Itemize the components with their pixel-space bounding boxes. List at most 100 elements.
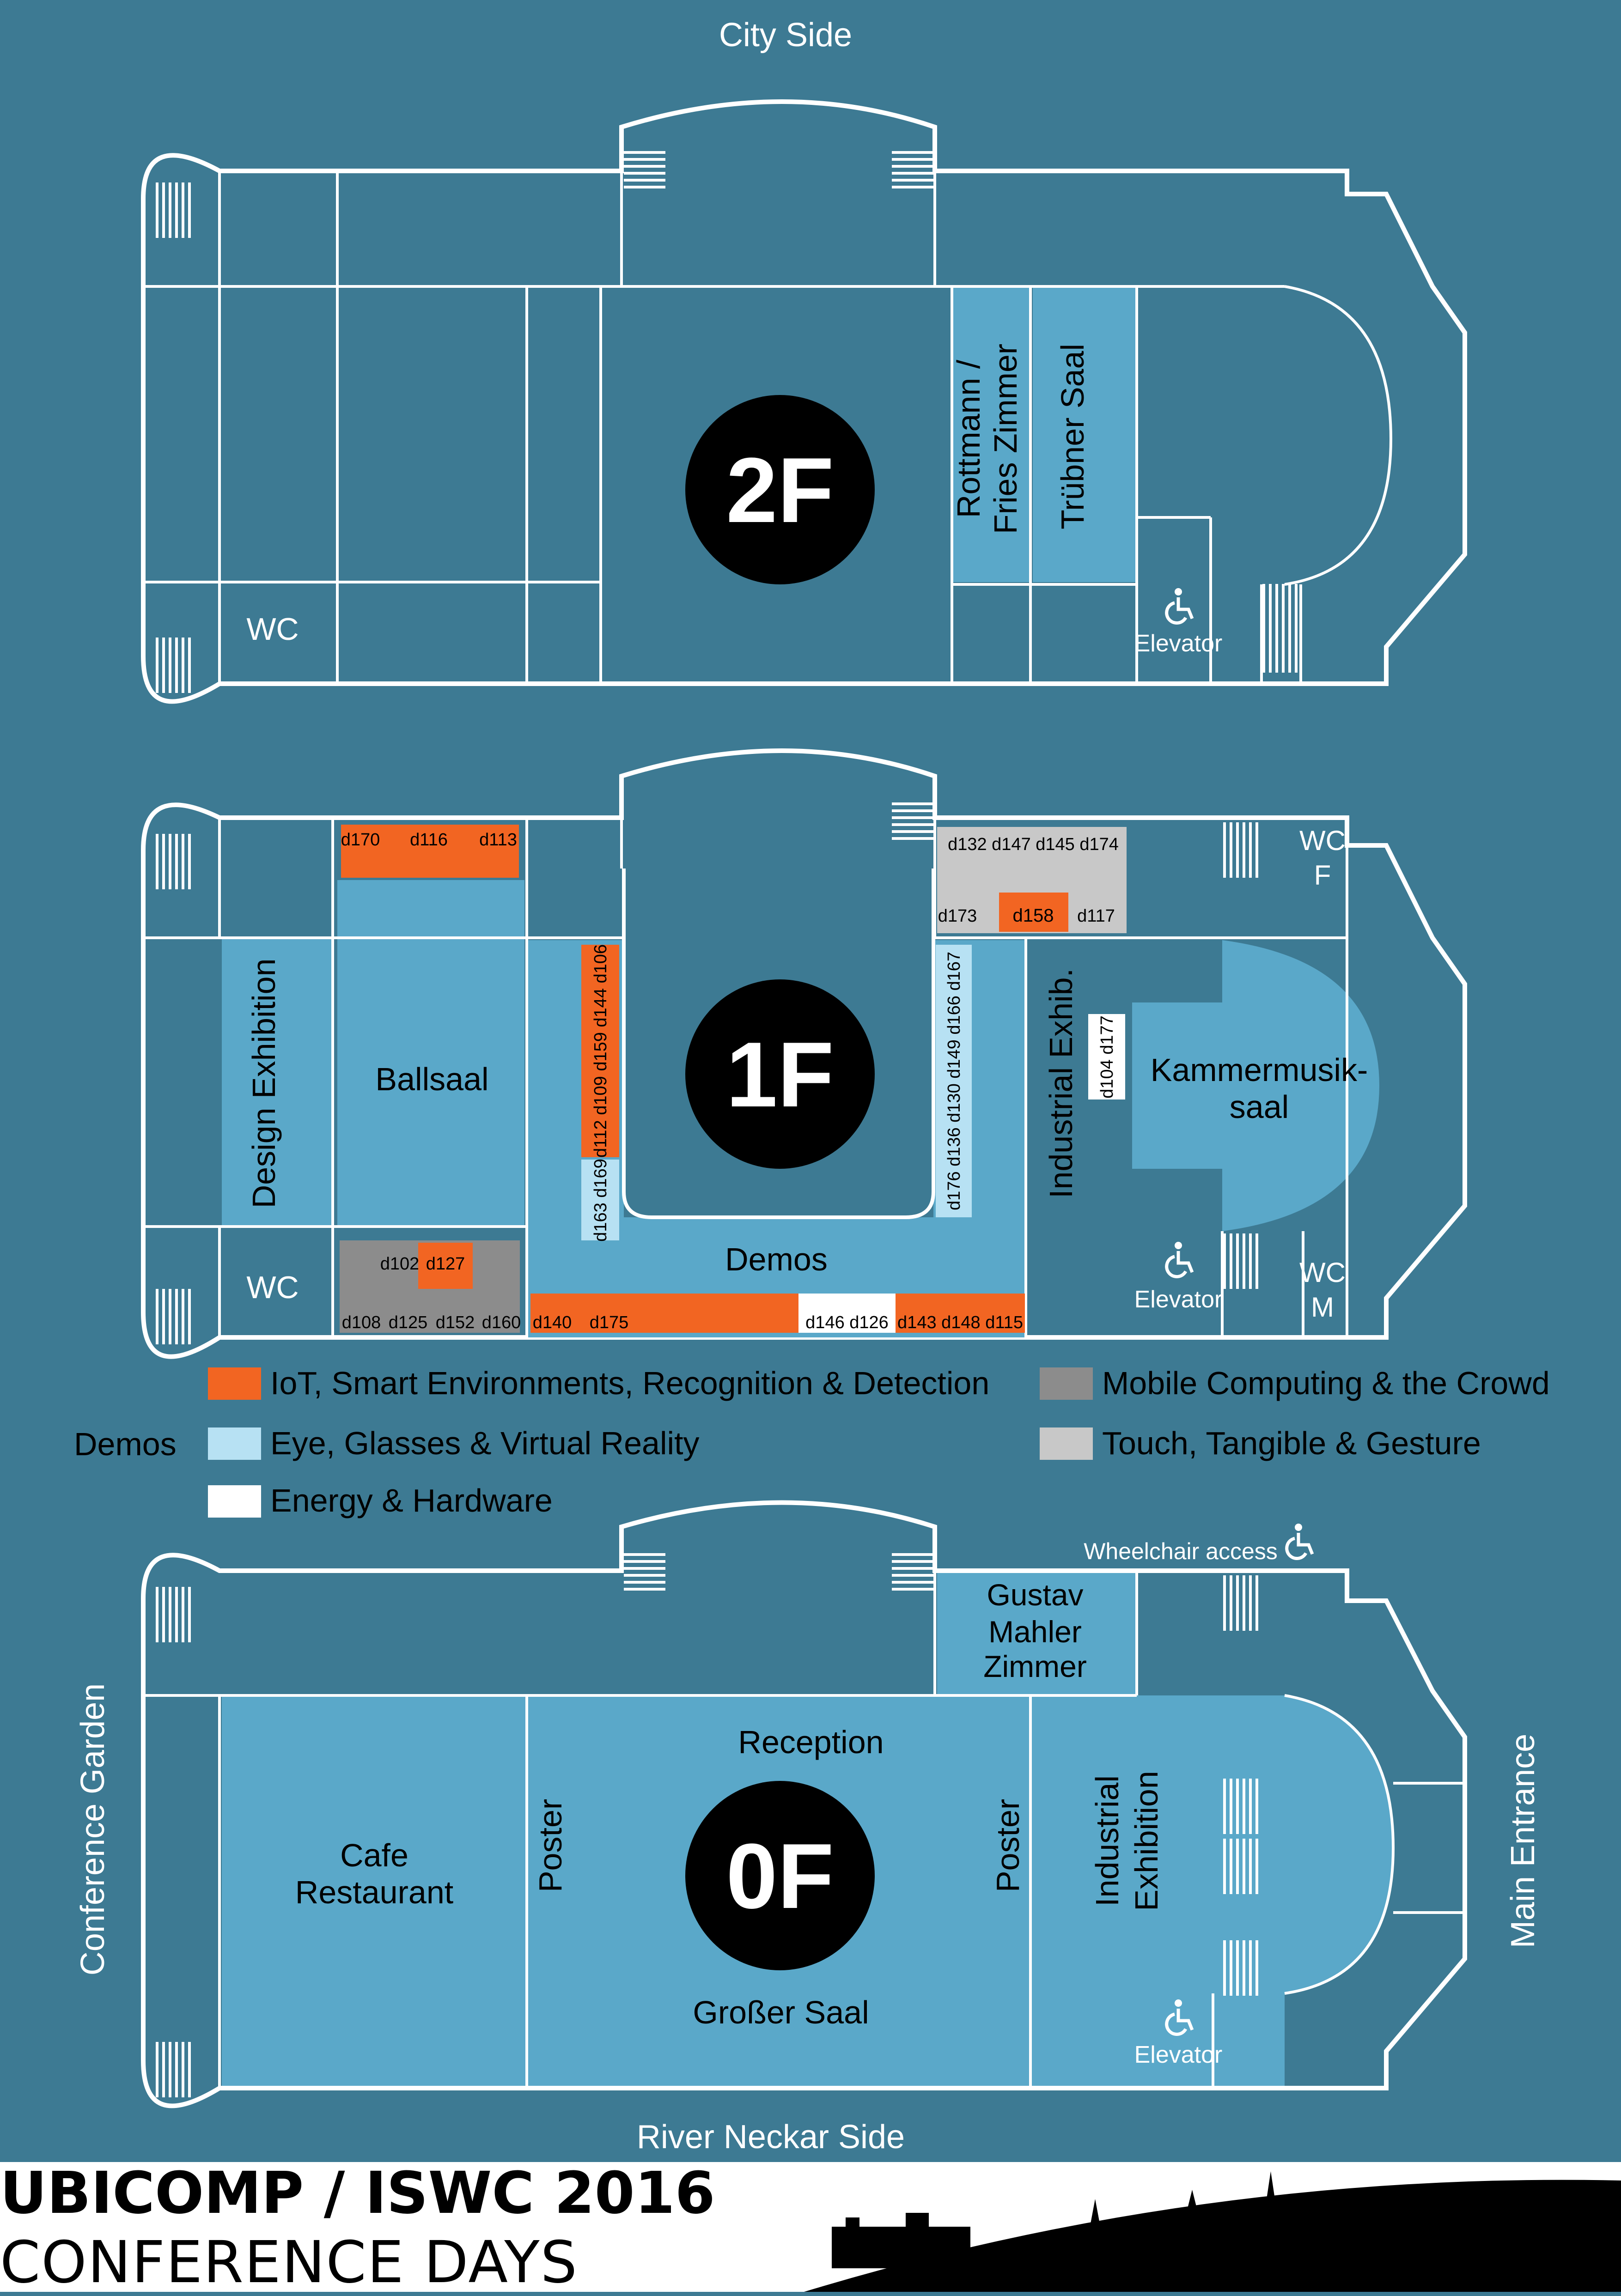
skyline-silhouette: [804, 2171, 1621, 2292]
floor-2f: 2F Rottmann / Fries Zimmer Trübner Saal …: [141, 99, 1467, 704]
demo-vertical-right-label[interactable]: d176 d136 d130 d149 d166 d167: [945, 952, 964, 1210]
legend-label-eye: Eye, Glasses & Virtual Reality: [270, 1425, 700, 1461]
demo-d117[interactable]: d117: [1077, 906, 1115, 926]
wc-f-label-1: WC: [1299, 825, 1346, 856]
gustav-label-2: Mahler: [988, 1615, 1082, 1649]
demo-block-vertical-right[interactable]: [936, 945, 972, 1217]
footer-title: UBICOMP / ISWC 2016: [0, 2160, 715, 2227]
wc-m-label-2: M: [1311, 1292, 1334, 1323]
poster-left-label: Poster: [532, 1799, 568, 1892]
elevator-2f-label: Elevator: [1134, 630, 1223, 657]
demo-d152[interactable]: d152: [436, 1313, 475, 1332]
wheelchair-access-label: Wheelchair access: [1084, 1538, 1278, 1564]
main-entrance-label: Main Entrance: [1505, 1734, 1542, 1948]
demo-block-bottom-white[interactable]: [798, 1294, 896, 1333]
legend-swatch-eye: [208, 1427, 261, 1460]
demo-d160[interactable]: d160: [482, 1313, 521, 1332]
legend-label-iot: IoT, Smart Environments, Recognition & D…: [270, 1365, 989, 1401]
elevator-0f-label: Elevator: [1134, 2041, 1223, 2068]
gustav-mahler-room[interactable]: [937, 1573, 1136, 1695]
industrial-exhibition-label-1: Industrial: [1089, 1775, 1125, 1907]
legend: Demos IoT, Smart Environments, Recogniti…: [74, 1365, 1550, 1519]
legend-label-energy: Energy & Hardware: [270, 1482, 553, 1519]
demo-d127[interactable]: d127: [426, 1254, 465, 1274]
demo-vertical-light-label[interactable]: d163 d169: [591, 1159, 610, 1242]
kammermusik-label-2: saal: [1230, 1089, 1289, 1125]
river-side-label: River Neckar Side: [637, 2119, 905, 2156]
demo-bottom-white-label[interactable]: d146 d126: [805, 1313, 889, 1332]
reception-label: Reception: [738, 1724, 884, 1760]
conference-garden-label: Conference Garden: [74, 1683, 111, 1975]
demo-block-top-left[interactable]: [341, 825, 519, 878]
demo-block-bottom-orange-c[interactable]: [896, 1294, 1025, 1333]
rottmann-room[interactable]: [952, 286, 1030, 582]
floor-1f: d170 d116 d113 d132 d147 d145 d174 d173 …: [141, 748, 1467, 1359]
elevator-1f-label: Elevator: [1134, 1286, 1223, 1313]
floor-1f-badge: [685, 979, 875, 1169]
cafe-label-1: Cafe: [340, 1837, 408, 1873]
floor-2f-outline: [141, 99, 1467, 704]
demo-bottom-orange-c-label[interactable]: d143 d148 d115: [897, 1313, 1023, 1332]
gustav-label-3: Zimmer: [983, 1649, 1087, 1683]
demo-d127-block[interactable]: [418, 1243, 473, 1289]
floor-0f-outline: [141, 1500, 1467, 2108]
demo-d173[interactable]: d173: [938, 906, 977, 926]
legend-label-touch: Touch, Tangible & Gesture: [1102, 1425, 1481, 1461]
demo-d108[interactable]: d108: [342, 1313, 381, 1332]
legend-swatch-mobile: [1040, 1367, 1093, 1400]
demo-row-d132[interactable]: d132 d147 d145 d174: [948, 835, 1119, 854]
demo-d113[interactable]: d113: [479, 830, 517, 850]
demo-block-vertical-orange[interactable]: [581, 945, 619, 1157]
floor-0f: 0F Gustav Mahler Zimmer Reception Cafe R…: [141, 1500, 1467, 2108]
demo-d116[interactable]: d116: [410, 830, 448, 850]
poster-right-label: Poster: [990, 1799, 1026, 1892]
rottmann-label-2: Fries Zimmer: [987, 344, 1024, 534]
elevator-0f-area: [1137, 1993, 1213, 2086]
demo-d125[interactable]: d125: [389, 1313, 428, 1332]
demo-block-vertical-light[interactable]: [581, 1160, 619, 1240]
floor-1f-badge-label: 1F: [726, 1023, 834, 1126]
gustav-label-1: Gustav: [987, 1578, 1083, 1612]
industrial-exhib-label: Industrial Exhib.: [1043, 968, 1079, 1198]
demos-hall-label: Demos: [725, 1241, 828, 1277]
demo-vertical-orange-label[interactable]: d112 d109 d159 d144 d106: [591, 944, 610, 1158]
kammermusik-label-1: Kammermusik-: [1151, 1052, 1368, 1088]
legend-heading: Demos: [74, 1426, 177, 1462]
demo-block-vertical-white[interactable]: [1088, 1014, 1125, 1099]
demo-d140[interactable]: d140: [533, 1313, 572, 1332]
wheelchair-2f-icon: [1167, 588, 1192, 623]
wheelchair-access-icon: [1287, 1524, 1312, 1558]
demo-d158[interactable]: d158: [1013, 905, 1054, 926]
wheelchair-1f-icon: [1167, 1242, 1192, 1276]
wc-2f-label: WC: [246, 612, 299, 647]
floor-2f-badge-label: 2F: [726, 439, 834, 542]
demo-d175[interactable]: d175: [590, 1313, 629, 1332]
legend-label-mobile: Mobile Computing & the Crowd: [1102, 1365, 1550, 1401]
wc-m-label-1: WC: [1299, 1257, 1346, 1288]
demo-d102[interactable]: d102: [380, 1254, 420, 1274]
demo-vertical-white-label[interactable]: d104 d177: [1097, 1015, 1117, 1099]
city-side-label: City Side: [719, 17, 852, 54]
footer-subtitle: CONFERENCE DAYS: [0, 2229, 578, 2296]
grosser-saal-label: Großer Saal: [693, 1994, 869, 2030]
floor-2f-badge: [685, 395, 875, 584]
wc-1f-label: WC: [246, 1270, 299, 1305]
cafe-restaurant-room[interactable]: [222, 1695, 527, 2086]
industrial-exhibition-room[interactable]: [1030, 1695, 1393, 2086]
legend-swatch-touch: [1040, 1427, 1093, 1460]
demo-d158-block[interactable]: [999, 893, 1068, 932]
industrial-exhibition-label-2: Exhibition: [1128, 1771, 1164, 1911]
demo-d170[interactable]: d170: [341, 830, 380, 850]
design-exhibition-room[interactable]: [222, 938, 333, 1227]
ballsaal-label: Ballsaal: [375, 1061, 488, 1097]
truebner-room[interactable]: [1033, 286, 1137, 582]
rottmann-label-1: Rottmann /: [951, 359, 987, 518]
demo-block-bottom-orange-a[interactable]: [530, 1294, 798, 1333]
design-exhibition-label: Design Exhibition: [246, 959, 282, 1209]
floor-0f-badge: [685, 1781, 875, 1970]
legend-swatch-energy: [208, 1485, 261, 1518]
legend-swatch-iot: [208, 1367, 261, 1400]
kammermusik-room[interactable]: [1132, 940, 1379, 1231]
cafe-label-2: Restaurant: [295, 1874, 453, 1910]
ballsaal-room[interactable]: [337, 880, 524, 1227]
